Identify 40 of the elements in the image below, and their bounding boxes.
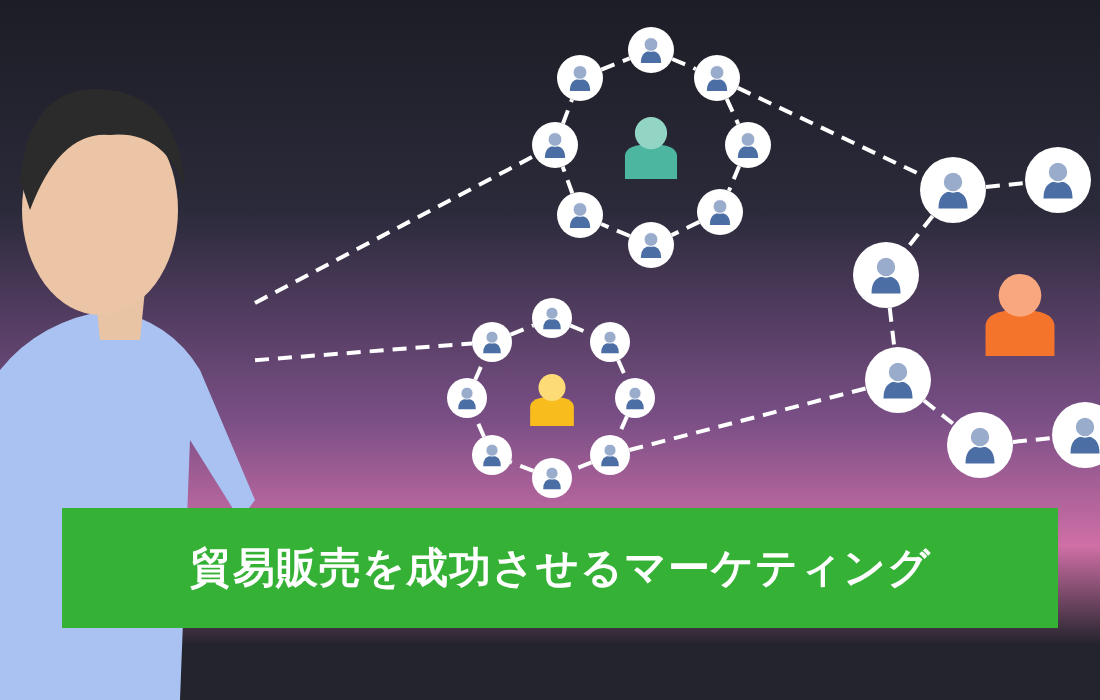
person-icon — [557, 192, 603, 238]
person-icon — [532, 458, 572, 498]
person-icon — [447, 378, 487, 418]
dashed-connector — [628, 386, 867, 452]
person-icon — [725, 122, 771, 168]
person-icon — [472, 435, 512, 475]
dashed-connector — [1012, 436, 1053, 444]
dashed-connector — [887, 307, 897, 348]
person-icon — [532, 122, 578, 168]
person-icon — [1025, 147, 1091, 213]
dashed-connector — [510, 460, 534, 473]
dashed-connector — [600, 56, 631, 72]
dashed-connector — [922, 398, 956, 427]
person-icon — [590, 435, 630, 475]
dashed-connector — [670, 220, 701, 237]
person-icon — [472, 322, 512, 362]
person-icon — [532, 298, 572, 338]
person-icon — [557, 55, 603, 101]
title-banner: 貿易販売を成功させるマーケティング — [62, 508, 1058, 628]
person-icon — [590, 322, 630, 362]
dashed-connector — [671, 57, 697, 71]
dashed-connector — [561, 98, 574, 125]
person-icon — [628, 222, 674, 268]
dashed-connector — [254, 153, 536, 305]
dashed-connector — [724, 98, 741, 125]
person-icon — [920, 157, 986, 223]
person-icon — [694, 55, 740, 101]
dashed-connector — [985, 181, 1026, 189]
person-icon — [615, 378, 655, 418]
dashed-connector — [509, 323, 535, 337]
person-icon — [697, 189, 743, 235]
dashed-connector — [560, 166, 575, 194]
person-icon — [947, 412, 1013, 478]
dashed-connector — [600, 222, 631, 238]
dashed-connector — [727, 165, 741, 192]
dashed-connector — [254, 341, 473, 363]
person-icon — [1052, 402, 1100, 468]
person-icon — [853, 242, 919, 308]
person-icon — [628, 27, 674, 73]
person-icon — [865, 347, 931, 413]
